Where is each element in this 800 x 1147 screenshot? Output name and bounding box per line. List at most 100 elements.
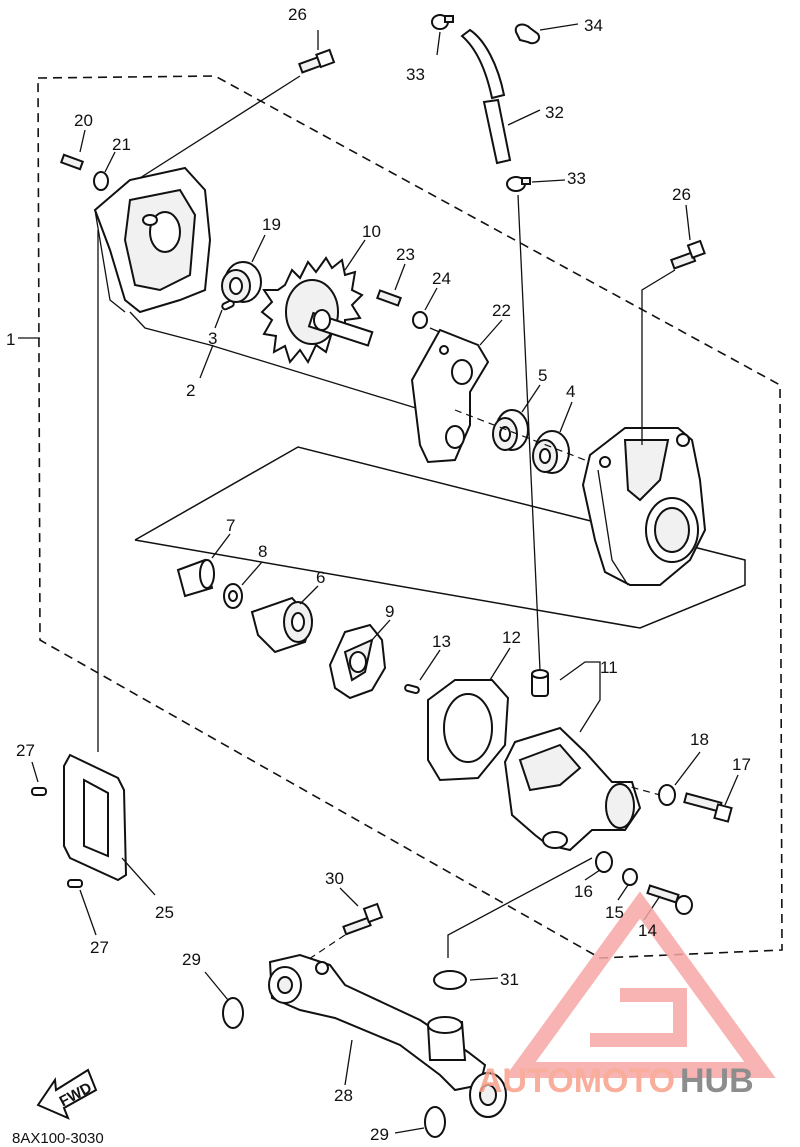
callout-26-right: 26 [672, 185, 691, 204]
washer-18 [658, 784, 676, 806]
diagram-code: 8AX100-3030 [12, 1130, 104, 1147]
bolt-30-axis [299, 934, 346, 966]
impeller-shaft-gear-10 [260, 256, 374, 365]
washer-21 [93, 171, 109, 191]
hose-32 [460, 28, 512, 165]
gasket-plate-25 [63, 753, 128, 882]
o-ring-29-left [222, 997, 244, 1029]
pin-27-bottom [67, 879, 83, 888]
watermark-logo: AUTOMOTO HUB [478, 891, 776, 1100]
callout-23: 23 [396, 245, 415, 264]
bolt-23 [376, 289, 402, 307]
leader-27a [31, 761, 39, 783]
callout-13: 13 [432, 632, 451, 651]
callout-33-mid: 33 [567, 169, 586, 188]
leader-12 [489, 647, 511, 681]
leader-26b [685, 204, 691, 241]
dowel-pin-13 [404, 683, 420, 695]
leader-24 [424, 287, 438, 311]
leader-6 [299, 585, 319, 605]
callout-2: 2 [186, 381, 195, 400]
callout-14: 14 [638, 921, 657, 940]
bolt-30 [342, 902, 384, 936]
leader-2 [199, 344, 214, 379]
leader-29a [204, 971, 229, 1001]
callout-1: 1 [6, 330, 15, 349]
leader-4 [559, 401, 573, 433]
leader-8 [241, 561, 263, 586]
leader-19 [251, 234, 266, 263]
leader-26b-line [641, 269, 676, 445]
callout-27-bottom: 27 [90, 938, 109, 957]
callout-9: 9 [385, 602, 394, 621]
bolt-26-top [298, 48, 336, 74]
bearing-19 [221, 261, 262, 303]
callout-19: 19 [262, 215, 281, 234]
axis-line-upper [454, 409, 599, 466]
bolt-20 [59, 153, 85, 171]
leader-29b [394, 1127, 425, 1134]
callout-26-top: 26 [288, 5, 307, 24]
callout-29-bottom: 29 [370, 1125, 389, 1144]
callout-12: 12 [502, 628, 521, 647]
callout-15: 15 [605, 903, 624, 922]
leader-22 [479, 319, 503, 346]
leader-9 [371, 619, 391, 641]
callout-4: 4 [566, 382, 575, 401]
leader-15 [617, 884, 629, 901]
leader-18 [674, 751, 701, 786]
callout-24: 24 [432, 269, 451, 288]
clip-34 [514, 23, 540, 45]
leader-31 [469, 977, 499, 981]
callout-21: 21 [112, 135, 131, 154]
leader-28 [344, 1039, 353, 1086]
callout-3: 3 [208, 329, 217, 348]
plate-22 [410, 328, 490, 464]
leader-21 [104, 151, 116, 173]
callout-29-left: 29 [182, 950, 201, 969]
leader-27b [79, 889, 97, 936]
leader-31-line [447, 857, 593, 958]
callout-6: 6 [316, 568, 325, 587]
pin-27-top [31, 787, 47, 796]
pump-cover [93, 166, 212, 314]
callout-27-top: 27 [16, 741, 35, 760]
bolt-26-right [670, 239, 706, 270]
assembly-boundary [37, 75, 783, 959]
leader-20 [79, 129, 86, 153]
callout-25: 25 [155, 903, 174, 922]
washer-16 [595, 851, 613, 873]
nut-15 [622, 868, 638, 886]
leader-33b [531, 179, 566, 183]
axis-line-lower [619, 783, 661, 796]
pump-body-11 [503, 726, 642, 852]
leader-33a [436, 31, 441, 56]
leader-34 [539, 23, 579, 31]
o-ring-31 [433, 970, 467, 990]
leader-26a-line [117, 75, 301, 193]
subassembly-box [134, 446, 746, 629]
callout-30: 30 [325, 869, 344, 888]
hose-route-line [517, 194, 541, 671]
leader-10 [344, 239, 366, 271]
watermark-prefix: AUTOMOTO [478, 1062, 675, 1100]
bolt-14 [646, 884, 693, 915]
clamp-33-mid [506, 176, 531, 192]
callout-10: 10 [362, 222, 381, 241]
leader-30 [339, 887, 359, 907]
gasket-12 [427, 679, 510, 782]
leader-17 [724, 774, 739, 806]
oil-seal-5 [492, 409, 529, 451]
callout-16: 16 [574, 882, 593, 901]
o-ring-29-bottom [424, 1106, 446, 1138]
watermark-suffix: HUB [680, 1062, 754, 1100]
leader-11 [559, 661, 601, 733]
washer-8 [223, 583, 243, 609]
callout-22: 22 [492, 301, 511, 320]
callout-20: 20 [74, 111, 93, 130]
leader-25 [121, 857, 156, 896]
leader-7 [211, 533, 231, 559]
leader-3 [214, 309, 223, 329]
